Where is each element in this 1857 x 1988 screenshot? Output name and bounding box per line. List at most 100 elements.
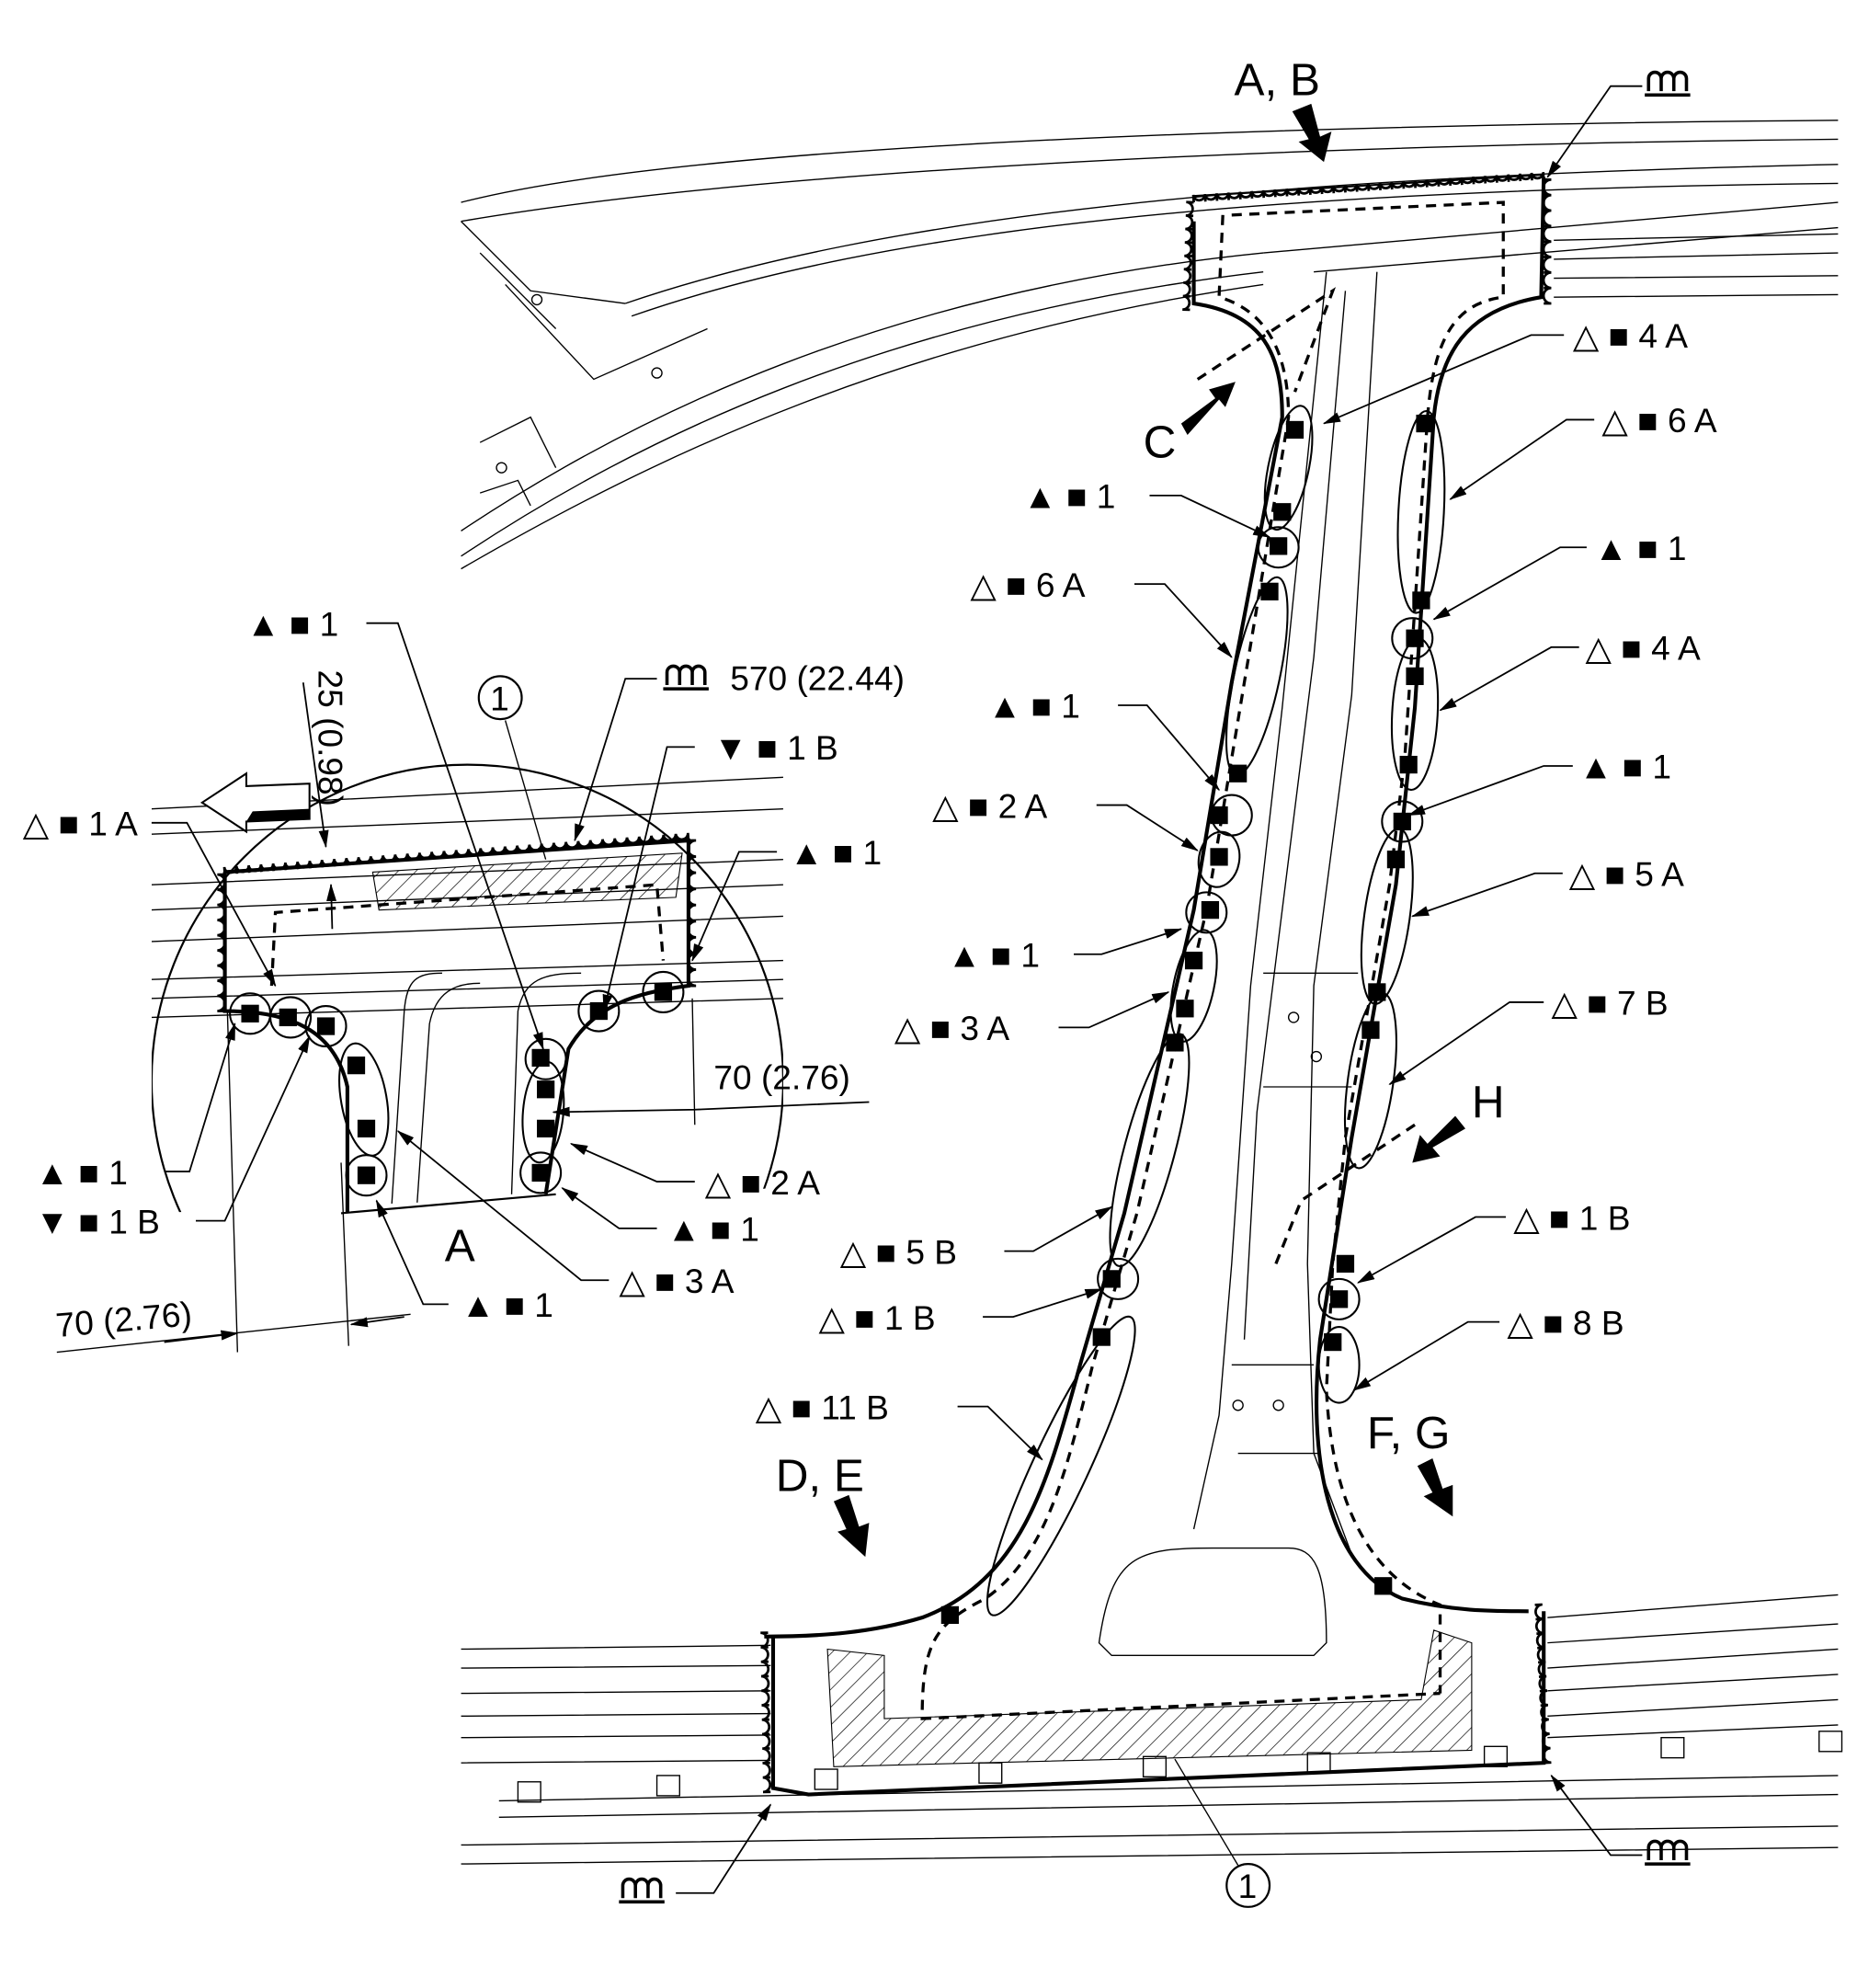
spot-weld-group-outline bbox=[1381, 800, 1424, 843]
weld-callout: △ ■ 4 A bbox=[1586, 629, 1701, 668]
continuous-weld-icon bbox=[661, 664, 711, 691]
weld-callout: ▲ ■ 1 bbox=[461, 1285, 553, 1324]
view-label-fg: F, G bbox=[1367, 1408, 1451, 1458]
spot-weld-group-outline bbox=[1097, 1257, 1140, 1300]
spot-weld-square bbox=[347, 1057, 366, 1075]
weld-callout: △ ■ 2 A bbox=[705, 1163, 820, 1202]
spot-weld-square bbox=[1374, 1577, 1393, 1595]
spot-weld-square bbox=[1393, 812, 1411, 831]
weld-callout: ▲ ■ 1 bbox=[988, 687, 1080, 726]
weld-callout: ▲ ■ 1 bbox=[35, 1153, 127, 1192]
spot-weld-square bbox=[1229, 764, 1247, 783]
left-leaders bbox=[957, 495, 1271, 1461]
weld-callout: △ ■ 1 A bbox=[23, 805, 138, 843]
spot-weld-square bbox=[940, 1605, 959, 1625]
spot-weld-group-outline bbox=[985, 1315, 1136, 1617]
view-arrow-ab bbox=[1292, 103, 1332, 163]
view-arrow-de bbox=[833, 1494, 870, 1558]
weld-bead bbox=[760, 1631, 772, 1794]
weld-callout: ▲ ■ 1 bbox=[1023, 477, 1115, 516]
spot-weld-marks bbox=[229, 405, 1446, 1625]
spot-weld-group-outline bbox=[642, 970, 685, 1013]
continuous-weld-icon bbox=[617, 1877, 666, 1904]
svg-text:1: 1 bbox=[1238, 1867, 1258, 1905]
spot-weld-square bbox=[1092, 1328, 1111, 1346]
right-weld-callouts: △ ■ 4 A △ ■ 6 A ▲ ■ 1 △ ■ 4 A ▲ ■ 1 △ ■ … bbox=[1507, 316, 1716, 1342]
spot-weld-square bbox=[357, 1166, 376, 1184]
spot-weld-square bbox=[357, 1119, 376, 1137]
weld-callout: ▲ ■ 1 bbox=[790, 833, 882, 872]
spot-weld-group-outline bbox=[1317, 1326, 1361, 1404]
left-weld-callouts: ▲ ■ 1 △ ■ 6 A ▲ ■ 1 △ ■ 2 A ▲ ■ 1 △ ■ 3 … bbox=[756, 477, 1116, 1427]
spot-weld-square bbox=[531, 1163, 550, 1183]
width-dimension-right: 70 (2.76) bbox=[713, 1058, 849, 1097]
spot-weld-group-outline bbox=[1197, 830, 1241, 888]
roof-rail-lines bbox=[461, 120, 1839, 570]
spot-weld-square bbox=[1184, 951, 1203, 970]
svg-text:1: 1 bbox=[490, 680, 509, 718]
spot-weld-square bbox=[1324, 1332, 1342, 1352]
view-arrow-c bbox=[1180, 382, 1236, 435]
spot-weld-group-outline bbox=[1317, 1277, 1361, 1320]
weld-callout: △ ■ 8 B bbox=[1507, 1303, 1623, 1342]
weld-callout: ▲ ■ 1 bbox=[667, 1210, 759, 1249]
spot-weld-group-outline bbox=[1257, 526, 1300, 569]
spot-weld-square bbox=[1176, 1000, 1194, 1018]
spot-weld-square bbox=[1201, 901, 1220, 920]
weld-callout: ▲ ■ 1 bbox=[1579, 748, 1671, 786]
weld-length-label: 570 (22.44) bbox=[730, 659, 905, 698]
spot-weld-group-outline bbox=[1185, 891, 1228, 934]
weld-bead bbox=[1191, 171, 1545, 203]
spot-weld-group-outline bbox=[577, 989, 621, 1033]
spot-weld-square bbox=[1336, 1254, 1355, 1273]
spot-weld-square bbox=[1329, 1290, 1349, 1308]
spot-weld-group-outline bbox=[1391, 617, 1434, 660]
spot-weld-square bbox=[537, 1119, 555, 1137]
view-label-c: C bbox=[1144, 417, 1177, 468]
spot-weld-square bbox=[1210, 848, 1228, 866]
hatched-overlap-area bbox=[826, 1629, 1473, 1767]
weld-callout: △ ■ 7 B bbox=[1551, 984, 1668, 1023]
spot-weld-square bbox=[537, 1080, 555, 1099]
weld-bead bbox=[1534, 1603, 1552, 1765]
view-arrow-fg bbox=[1417, 1458, 1453, 1517]
spot-weld-square bbox=[1285, 420, 1304, 440]
width-dimension-left: 70 (2.76) bbox=[54, 1294, 194, 1344]
spot-weld-group-outline bbox=[1390, 637, 1440, 792]
weld-callout: △ ■ 6 A bbox=[970, 566, 1085, 604]
part-callout-1: 1 bbox=[1225, 1863, 1271, 1908]
spot-weld-square bbox=[1102, 1270, 1121, 1288]
weld-bead bbox=[1542, 177, 1552, 305]
spot-weld-group-outline bbox=[1109, 1033, 1191, 1268]
view-label-de: D, E bbox=[776, 1451, 864, 1502]
spot-weld-square bbox=[1399, 755, 1418, 774]
spot-weld-square bbox=[1386, 851, 1406, 869]
weld-callout: △ ■ 6 A bbox=[1601, 401, 1716, 440]
weld-callout: △ ■ 3 A bbox=[894, 1009, 1009, 1047]
spot-weld-square bbox=[1361, 1021, 1380, 1039]
detail-view-a: A 1 570 (22.44) 25 (0.98) 70 (2.76) 70 (… bbox=[23, 604, 905, 1354]
weld-callout: △ ■ 1 B bbox=[1513, 1198, 1630, 1237]
right-leaders bbox=[1322, 334, 1595, 1391]
weld-callout: △ ■ 2 A bbox=[932, 786, 1047, 825]
spot-weld-group-outline bbox=[1263, 405, 1314, 531]
inset-direction-arrow bbox=[199, 771, 311, 834]
spot-weld-group-outline bbox=[1225, 576, 1289, 777]
view-arrow-h bbox=[1412, 1115, 1466, 1163]
continuous-weld-beads bbox=[217, 171, 1552, 1794]
spot-weld-square bbox=[1270, 537, 1288, 555]
spot-weld-square bbox=[1210, 805, 1228, 825]
spot-weld-group-outline bbox=[269, 996, 313, 1039]
weld-callout: △ ■ 4 A bbox=[1573, 316, 1688, 355]
view-label-h: H bbox=[1472, 1077, 1505, 1127]
weld-callout: △ ■ 11 B bbox=[756, 1388, 889, 1426]
spot-weld-square bbox=[1368, 983, 1386, 1001]
spot-weld-square bbox=[1416, 414, 1434, 433]
weld-callout: △ ■ 5 A bbox=[1569, 855, 1684, 894]
weld-callout: ▼ ■ 1 B bbox=[35, 1202, 159, 1240]
continuous-weld-icon bbox=[1643, 1839, 1692, 1866]
spot-weld-group-outline bbox=[1169, 929, 1218, 1043]
weld-callout: △ ■ 1 B bbox=[818, 1298, 935, 1337]
weld-callout: ▲ ■ 1 bbox=[1594, 529, 1686, 567]
